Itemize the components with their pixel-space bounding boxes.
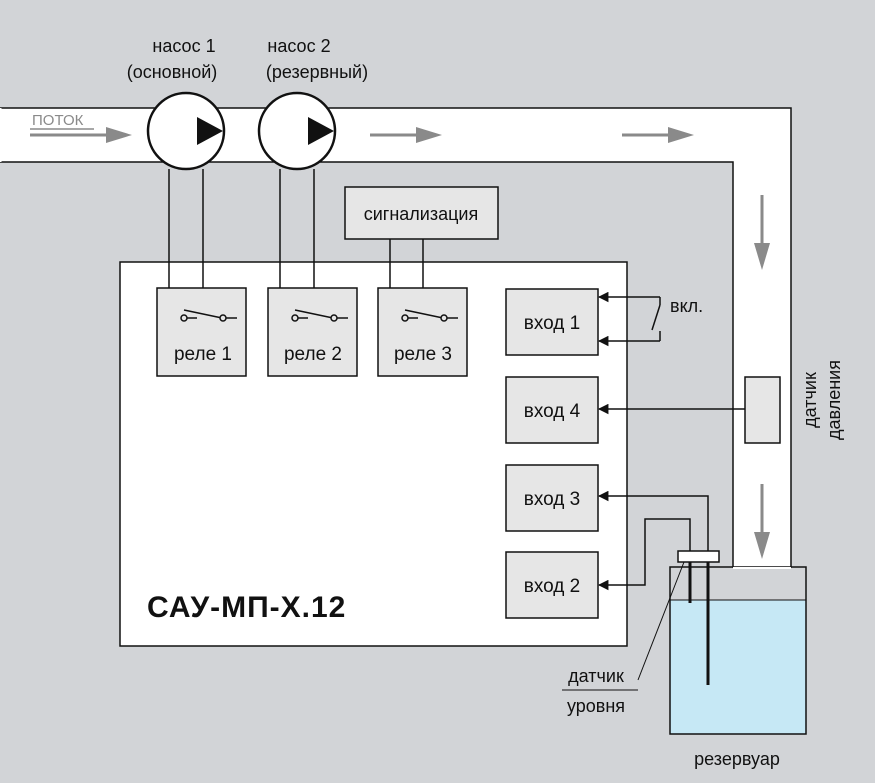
- relay-2-label: реле 2: [284, 344, 342, 365]
- relay-2-switch-icon: [291, 309, 348, 322]
- pump-2-body: [257, 91, 337, 171]
- input-1-label: вход 1: [524, 313, 580, 334]
- input-3: вход 3: [505, 464, 599, 532]
- pump-2: [257, 91, 337, 171]
- pump-2-name: насос 2: [267, 36, 330, 56]
- pump-1-arrow-icon: [197, 117, 223, 145]
- flow-arrow: [754, 484, 770, 559]
- pressure-sensor: [597, 376, 781, 444]
- input-2: вход 2: [505, 551, 599, 619]
- device-label: САУ-МП-Х.12: [147, 591, 346, 624]
- flow-arrow: [754, 195, 770, 270]
- flow-arrow: [30, 127, 132, 143]
- level-sensor: [562, 490, 720, 691]
- input-2-label: вход 2: [524, 576, 580, 597]
- relay-3-label: реле 3: [394, 344, 452, 365]
- relay-1-switch-icon: [180, 309, 237, 322]
- alarm-box: сигнализация: [344, 186, 499, 240]
- input-4: вход 4: [505, 376, 599, 444]
- relay-1-label: реле 1: [174, 344, 232, 365]
- pump-1-body: [146, 91, 226, 171]
- flow-label: ПОТОК: [32, 112, 84, 129]
- pump-1-role: (основной): [127, 62, 218, 82]
- input-4-label: вход 4: [524, 401, 581, 422]
- pump-1-name: насос 1: [152, 36, 215, 56]
- level-sensor-label-2: уровня: [567, 696, 625, 716]
- relay-2: реле 2: [267, 287, 358, 377]
- pump-1: [146, 91, 226, 171]
- relay-1: реле 1: [156, 287, 247, 377]
- alarm-label: сигнализация: [364, 204, 479, 224]
- reservoir-label: резервуар: [694, 749, 780, 769]
- reservoir: [669, 566, 807, 735]
- enable-switch: [597, 291, 661, 347]
- pump-2-role: (резервный): [266, 62, 368, 82]
- pump-2-arrow-icon: [308, 117, 334, 145]
- relay-3: реле 3: [377, 287, 468, 377]
- flow-arrows: [30, 127, 770, 559]
- switch-label: вкл.: [670, 296, 703, 316]
- level-sensor-head: [677, 550, 720, 563]
- input-1: вход 1: [505, 288, 599, 356]
- reservoir-walls: [669, 566, 807, 735]
- flow-arrow: [622, 127, 694, 143]
- pressure-sensor-label-2: давления: [824, 360, 844, 440]
- flow-arrow: [370, 127, 442, 143]
- reservoir-water: [670, 600, 806, 734]
- level-sensor-label-1: датчик: [568, 666, 624, 686]
- input-3-label: вход 3: [524, 489, 580, 510]
- pressure-sensor-label-1: датчик: [800, 372, 820, 428]
- relay-3-switch-icon: [401, 309, 458, 322]
